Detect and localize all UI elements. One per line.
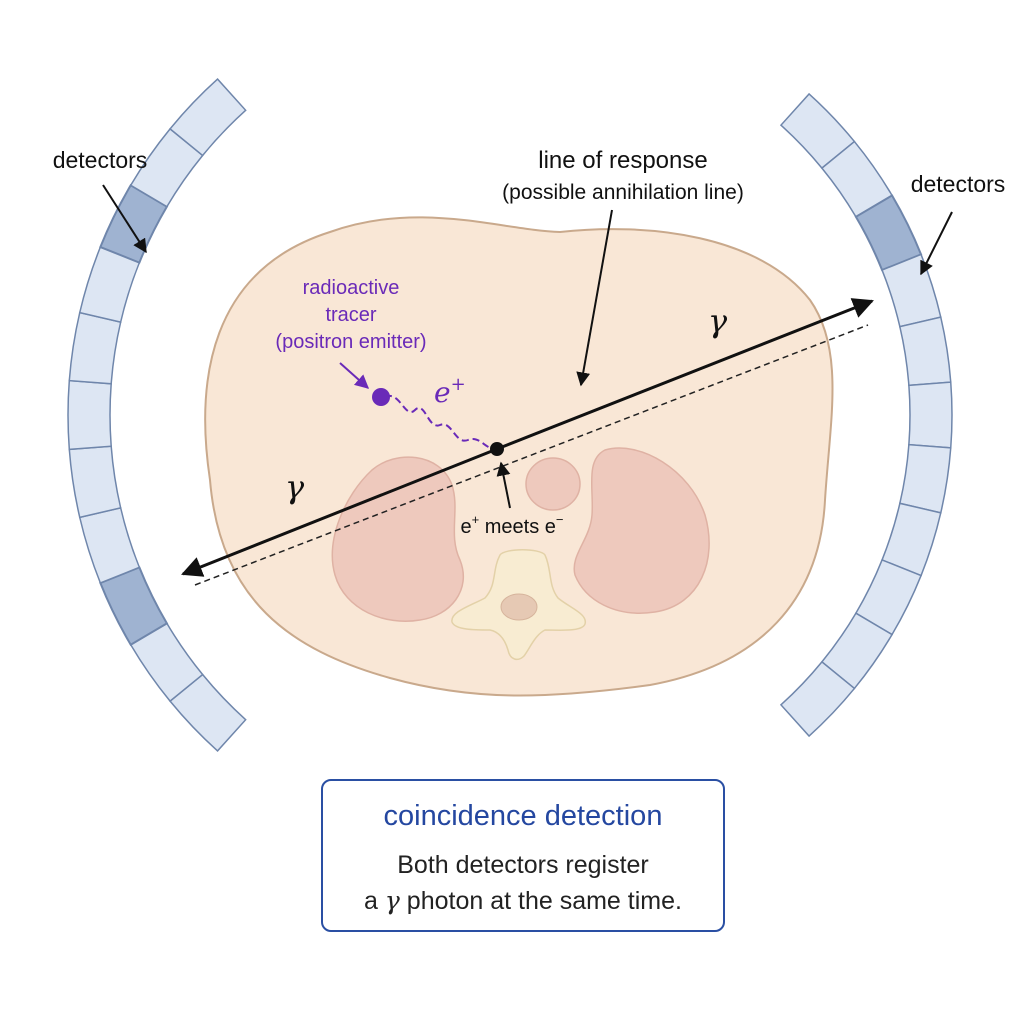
- positron-path: [384, 394, 498, 451]
- tracer-dot: [372, 388, 390, 406]
- dashed-annihilation-line: [194, 324, 869, 586]
- left-detector-block-11: [169, 78, 247, 157]
- info-box-title: coincidence detection: [383, 800, 663, 832]
- left-detector-block-4: [78, 506, 141, 584]
- tracer-label-line2: tracer: [325, 304, 376, 326]
- right-detector-ring: [779, 92, 953, 738]
- gamma-symbol: γ: [384, 886, 400, 915]
- vertebral-body: [500, 593, 538, 621]
- left-detector-block-5: [68, 445, 122, 519]
- detectors-label-right: detectors: [911, 171, 1006, 197]
- lor-title: line of response: [538, 147, 707, 174]
- right-detector-block-5: [898, 316, 952, 387]
- left-detector-ring: [67, 78, 247, 752]
- meets-label: e+ meets e−: [460, 512, 563, 538]
- right-detector-block-11: [779, 660, 856, 738]
- lor-subtitle: (possible annihilation line): [502, 181, 744, 204]
- annihilation-point: [490, 442, 504, 456]
- positron-label: e+: [434, 374, 466, 409]
- left-detector-block-6: [67, 379, 112, 451]
- detectors-left-arrow: [102, 184, 147, 254]
- info-box-line1: Both detectors register: [397, 851, 649, 879]
- tracer-arrow: [339, 362, 370, 389]
- lor-arrow: [576, 209, 613, 387]
- right-kidney: [573, 447, 710, 614]
- coincidence-info-box: coincidence detection Both detectors reg…: [321, 779, 725, 932]
- gamma-ray-upper: [496, 298, 874, 451]
- left-detector-block-7: [68, 311, 122, 385]
- meets-arrow: [496, 461, 511, 509]
- info-box-line2: a γ photon at the same time.: [323, 883, 723, 919]
- info-line2-end: photon at the same time.: [399, 887, 682, 915]
- info-box-text: Both detectors register a γ photon at th…: [323, 847, 723, 919]
- left-kidney: [331, 456, 465, 622]
- tracer-label-line1: radioactive: [303, 277, 400, 299]
- tracer-label-line3: (positron emitter): [275, 331, 426, 353]
- right-detector-block-6: [908, 381, 953, 449]
- detectors-label-left: detectors: [53, 147, 148, 173]
- gamma-label-lower: γ: [285, 468, 305, 506]
- gamma-label-upper: γ: [708, 302, 728, 340]
- gamma-ray-lower: [181, 447, 498, 577]
- detectors-right-arrow: [920, 211, 953, 276]
- info-line2-start: a: [364, 887, 385, 915]
- right-detector-block-7: [898, 443, 952, 514]
- aorta: [525, 457, 581, 511]
